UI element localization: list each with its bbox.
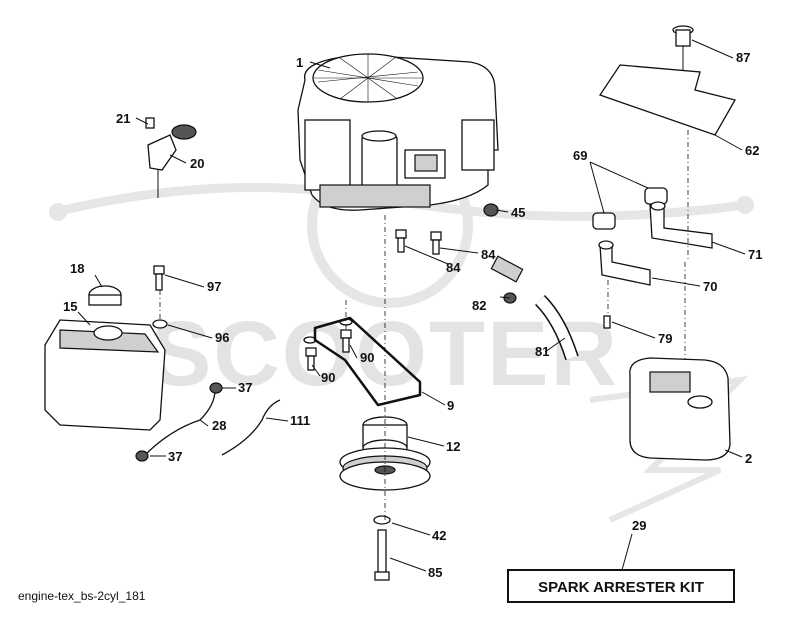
fuel-tank-part (44, 285, 166, 431)
callout-9: 9 (447, 398, 454, 413)
callout-15: 15 (63, 299, 77, 314)
engine-part (297, 53, 499, 217)
callout-79: 79 (658, 331, 672, 346)
kit-label: SPARK ARRESTER KIT (538, 579, 704, 596)
alignment-lines (159, 130, 689, 520)
callout-84a: 84 (446, 260, 461, 275)
throttle-control-part (145, 117, 197, 198)
diagram-title: engine-tex_bs-2cyl_181 (18, 589, 146, 603)
muffler-part (629, 357, 731, 461)
bolts-part (152, 229, 442, 581)
callout-85: 85 (428, 565, 442, 580)
callout-69: 69 (573, 148, 587, 163)
callout-81: 81 (535, 344, 549, 359)
callout-42: 42 (432, 528, 446, 543)
callout-97: 97 (207, 279, 221, 294)
cover-plate-part (598, 25, 736, 136)
callout-45: 45 (511, 205, 525, 220)
callout-20: 20 (190, 156, 204, 171)
callout-71: 71 (748, 247, 762, 262)
callout-2: 2 (745, 451, 752, 466)
callout-87: 87 (736, 50, 750, 65)
callout-62: 62 (745, 143, 759, 158)
callout-18: 18 (70, 261, 84, 276)
leader-lines (77, 39, 746, 572)
callout-82: 82 (472, 298, 486, 313)
fuel-fitting-part (490, 255, 579, 361)
callout-29: 29 (632, 518, 646, 533)
callout-111: 111 (290, 413, 310, 428)
spark-arrester-kit-box: SPARK ARRESTER KIT (507, 569, 735, 603)
callout-21: 21 (116, 111, 130, 126)
callout-84b: 84 (481, 247, 496, 262)
callout-37a: 37 (238, 380, 252, 395)
callout-37b: 37 (168, 449, 182, 464)
callout-12: 12 (446, 439, 460, 454)
watermark-logo: SCOOTER (49, 142, 754, 523)
callout-1: 1 (296, 55, 303, 70)
callout-28: 28 (212, 418, 226, 433)
exhaust-pipes-part (592, 187, 713, 329)
callout-70: 70 (703, 279, 717, 294)
callout-90b: 90 (321, 370, 335, 385)
callout-labels: 1 2 9 12 15 18 20 21 28 29 37 37 42 45 6… (63, 50, 762, 580)
belt-guide-part (313, 316, 422, 407)
callout-90a: 90 (360, 350, 374, 365)
callout-96: 96 (215, 330, 229, 345)
